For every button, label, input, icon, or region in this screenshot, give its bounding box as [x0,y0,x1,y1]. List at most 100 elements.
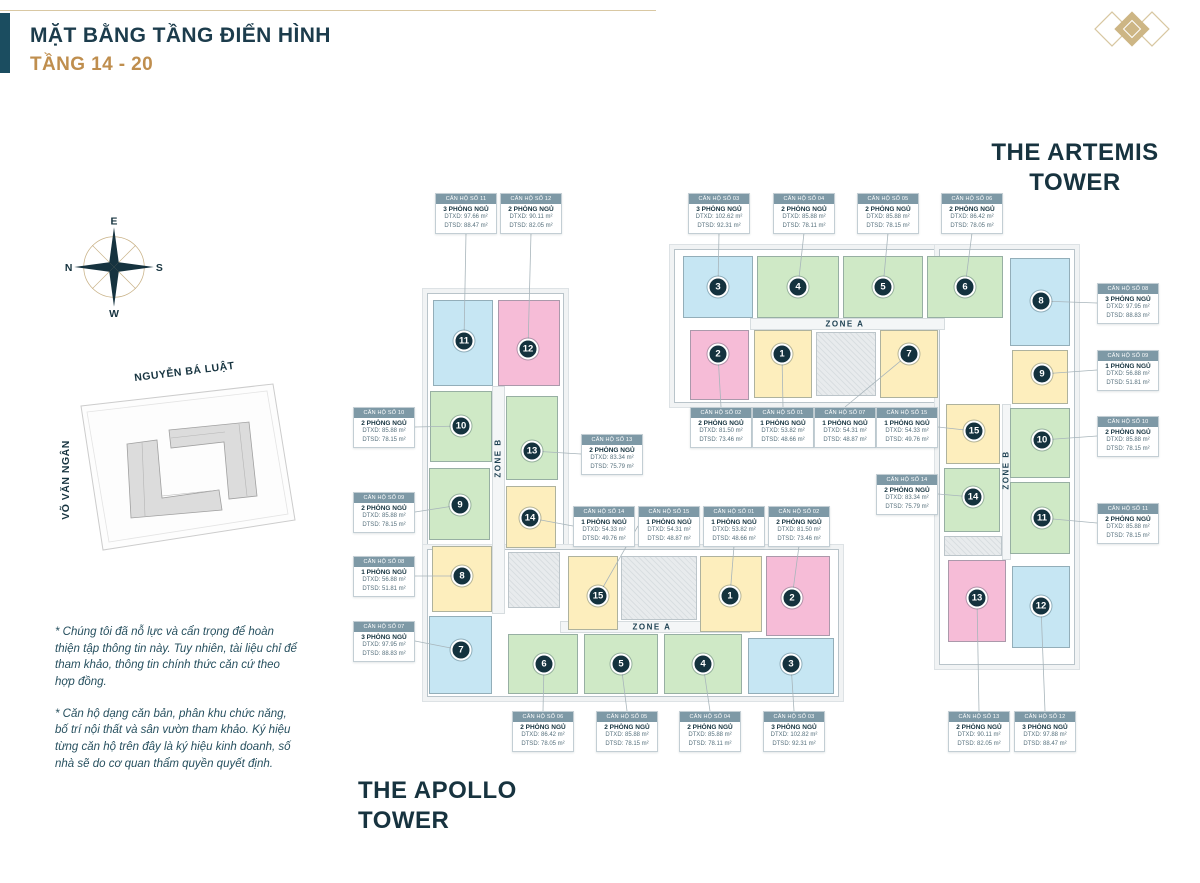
callout-header: CĂN HỘ SỐ 15 [877,408,937,419]
callout-bedrooms: 1 PHÒNG NGỦ [361,569,407,577]
unit-number-badge-artemis-12: 12 [1030,595,1052,617]
callout-dtsd: DTSD: 88.83 m² [1106,313,1150,320]
tower-name-line: TOWER [1029,169,1121,196]
callout-bedrooms: 2 PHÒNG NGỦ [589,447,635,455]
zone-label-artemis: ZONE B [1001,450,1011,490]
callout-dtsd: DTSD: 78.05 m² [521,741,565,748]
callout-dtsd: DTSD: 75.79 m² [590,464,634,471]
unit-number-badge-apollo-12: 12 [517,338,539,360]
callout-dtxd: DTXD: 81.50 m² [699,428,743,435]
unit-number-badge-artemis-15: 15 [963,420,985,442]
callout-header: CĂN HỘ SỐ 05 [858,194,918,205]
callout-dtxd: DTXD: 97.95 m² [1106,304,1150,311]
artemis-tower-title: THE ARTEMIS TOWER [975,138,1175,198]
zone-label-artemis: ZONE A [825,319,865,329]
unit-number-badge-artemis-11: 11 [1031,507,1053,529]
unit-number-badge-apollo-5: 5 [610,653,632,675]
callout-dtxd: DTXD: 97.88 m² [1023,732,1067,739]
callout-bedrooms: 2 PHÒNG NGỦ [687,724,733,732]
callout-dtxd: DTXD: 81.50 m² [777,527,821,534]
callout-dtxd: DTXD: 56.88 m² [362,577,406,584]
unit-number-badge-artemis-6: 6 [954,276,976,298]
callout-bedrooms: 2 PHÒNG NGỦ [781,206,827,214]
callout-bedrooms: 2 PHÒNG NGỦ [698,420,744,428]
header-accent-bar [0,13,10,73]
callout-dtxd: DTXD: 53.82 m² [761,428,805,435]
callout-bedrooms: 3 PHÒNG NGỦ [1105,296,1151,304]
callout-header: CĂN HỘ SỐ 11 [436,194,496,205]
page-subtitle: TẦNG 14 - 20 [30,54,154,75]
callout-dtxd: DTXD: 85.88 m² [362,513,406,520]
callout-dtsd: DTSD: 73.46 m² [777,536,821,543]
callout-header: CĂN HỘ SỐ 04 [680,712,740,723]
callout-dtsd: DTSD: 78.15 m² [866,223,910,230]
callout-header: CĂN HỘ SỐ 08 [1098,284,1158,295]
service-core-apollo [508,552,560,608]
zone-label-apollo: ZONE B [493,438,503,478]
brand-logo-icon [1094,11,1170,47]
callout-dtsd: DTSD: 48.66 m² [761,437,805,444]
callout-header: CĂN HỘ SỐ 09 [1098,351,1158,362]
callout-dtsd: DTSD: 78.15 m² [362,437,406,444]
unit-number-badge-apollo-7: 7 [450,639,472,661]
callout-dtsd: DTSD: 82.05 m² [509,223,553,230]
callout-dtxd: DTXD: 56.88 m² [1106,371,1150,378]
compass-rose-icon: E S W N [65,216,163,320]
tower-name-line: TOWER [358,807,450,834]
unit-number-badge-artemis-1: 1 [771,343,793,365]
callout-dtsd: DTSD: 92.31 m² [697,223,741,230]
callout-dtxd: DTXD: 102.62 m² [695,214,743,221]
unit-number-badge-artemis-3: 3 [707,276,729,298]
disclaimer-note-1: * Chúng tôi đã nỗ lực và cẩn trọng để ho… [55,626,297,689]
callout-header: CĂN HỘ SỐ 03 [689,194,749,205]
callout-bedrooms: 3 PHÒNG NGỦ [361,634,407,642]
disclaimer-notes: * Chúng tôi đã nỗ lực và cẩn trọng để ho… [55,624,297,787]
callout-header: CĂN HỘ SỐ 03 [764,712,824,723]
callout-header: CĂN HỘ SỐ 06 [513,712,573,723]
unit-number-badge-artemis-14: 14 [962,486,984,508]
unit-number-badge-apollo-13: 13 [521,440,543,462]
compass-north-label: N [65,263,73,274]
callout-header: CĂN HỘ SỐ 13 [582,435,642,446]
callout-header: CĂN HỘ SỐ 06 [942,194,1002,205]
callout-bedrooms: 2 PHÒNG NGỦ [949,206,995,214]
callout-dtsd: DTSD: 49.76 m² [885,437,929,444]
callout-dtxd: DTXD: 54.31 m² [823,428,867,435]
callout-bedrooms: 3 PHÒNG NGỦ [443,206,489,214]
callout-dtxd: DTXD: 85.88 m² [866,214,910,221]
callout-header: CĂN HỘ SỐ 10 [1098,417,1158,428]
callout-bedrooms: 2 PHÒNG NGỦ [508,206,554,214]
callout-bedrooms: 3 PHÒNG NGỦ [1022,724,1068,732]
compass: E S W N [62,215,166,324]
tower-name-line: THE ARTEMIS [991,139,1159,166]
callout-dtxd: DTXD: 85.88 m² [605,732,649,739]
callout-header: CĂN HỘ SỐ 04 [774,194,834,205]
callout-dtsd: DTSD: 48.87 m² [647,536,691,543]
callout-dtxd: DTXD: 97.95 m² [362,642,406,649]
callout-bedrooms: 3 PHÒNG NGỦ [771,724,817,732]
callout-bedrooms: 1 PHÒNG NGỦ [646,519,692,527]
unit-number-badge-apollo-1: 1 [719,585,741,607]
callout-dtsd: DTSD: 51.81 m² [1106,380,1150,387]
callout-dtxd: DTXD: 54.33 m² [582,527,626,534]
unit-number-badge-apollo-15: 15 [587,585,609,607]
callout-dtxd: DTXD: 85.88 m² [782,214,826,221]
callout-header: CĂN HỘ SỐ 08 [354,557,414,568]
unit-number-badge-apollo-3: 3 [780,653,802,675]
unit-number-badge-artemis-4: 4 [787,276,809,298]
callout-dtxd: DTXD: 54.33 m² [885,428,929,435]
